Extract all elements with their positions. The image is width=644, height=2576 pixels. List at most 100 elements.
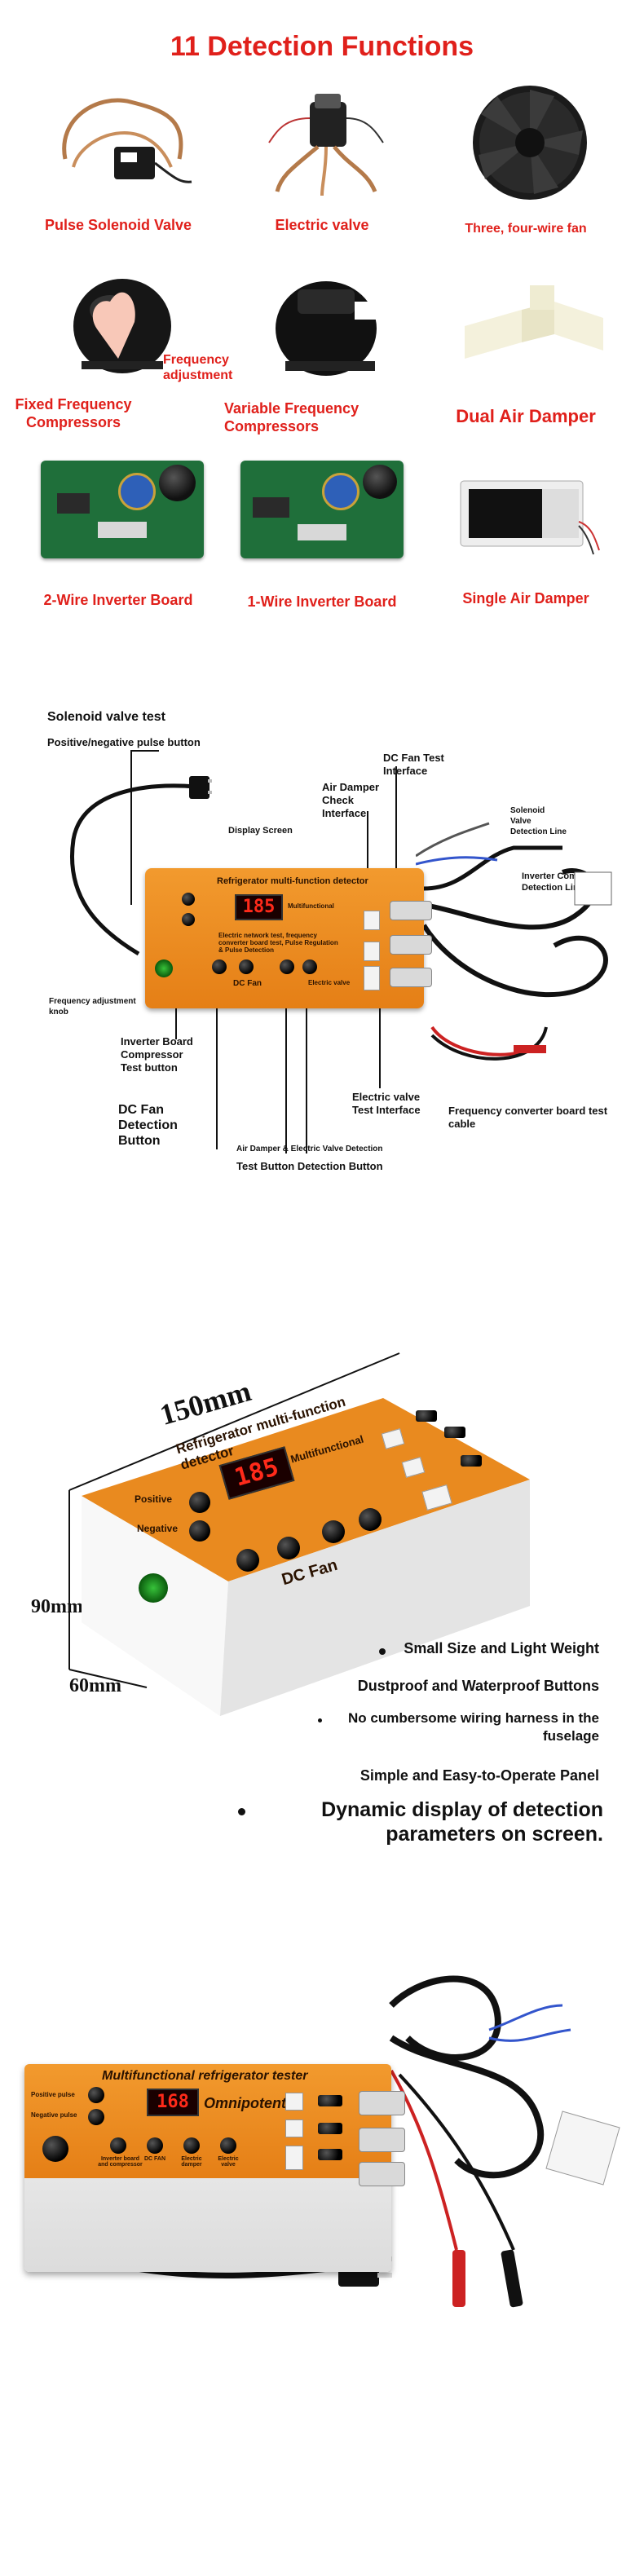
inverter-test-button[interactable] <box>236 1549 259 1572</box>
test-cables-icon <box>416 822 612 1061</box>
leader-line <box>285 1003 287 1153</box>
electric-valve-label: Electric valve <box>308 979 351 986</box>
fan-icon <box>473 86 587 200</box>
item-single-air-damper: Single Air Damper <box>424 444 628 632</box>
tester-device: Refrigerator multi-function detector 185… <box>145 868 432 1008</box>
pcb-icon <box>41 461 204 558</box>
callout-converter-cable: Frequency converter board test cable <box>448 1105 608 1130</box>
port[interactable] <box>285 2146 303 2170</box>
button-label: Electric valve <box>218 2156 239 2168</box>
air-damper-button[interactable] <box>280 959 294 974</box>
frequency-knob[interactable] <box>139 1573 168 1603</box>
feature-3: No cumbersome wiring harness in the fuse… <box>348 1710 599 1744</box>
leader-line <box>130 750 132 905</box>
feature-5: Dynamic display of detection parameters … <box>321 1798 603 1846</box>
electric-valve-button[interactable] <box>359 1508 382 1531</box>
negative-pulse-button[interactable] <box>189 1520 210 1542</box>
negative-pulse-button[interactable] <box>182 913 195 926</box>
port-slot <box>318 2149 342 2160</box>
item-label: Three, four-wire fan <box>465 222 587 236</box>
frequency-knob[interactable] <box>155 959 173 977</box>
inverter-test-button[interactable] <box>110 2137 126 2154</box>
positive-label: Positive pulse <box>31 2091 75 2098</box>
item-label: Variable Frequency Compressors <box>224 400 359 434</box>
callout-solenoid-test: Solenoid valve test <box>47 710 165 724</box>
dc-fan-button[interactable] <box>239 959 254 974</box>
compressor-icon <box>73 279 171 373</box>
panel-title: Refrigerator multi-function detector <box>217 876 368 886</box>
detection-functions-section: 11 Detection Functions Pulse Solenoid Va… <box>0 0 644 644</box>
cable-gland <box>359 2162 405 2186</box>
electric-valve-button[interactable] <box>220 2137 236 2154</box>
button-label: Electric damper <box>181 2156 202 2168</box>
frequency-adjustment-note: Frequency adjustment <box>163 353 233 382</box>
cable-gland <box>359 2091 405 2115</box>
dc-fan-port[interactable] <box>364 911 380 930</box>
feature-4: Simple and Easy-to-Operate Panel <box>359 1767 599 1784</box>
positive-label: Positive <box>135 1493 173 1505</box>
height-dimension: 90mm <box>31 1596 83 1617</box>
leader-line <box>130 750 159 752</box>
port-slot <box>318 2095 342 2106</box>
cable-gland <box>359 2128 405 2152</box>
dc-fan-button[interactable] <box>147 2137 163 2154</box>
inverter-test-button[interactable] <box>212 959 227 974</box>
port-slot <box>318 2123 342 2134</box>
air-damper-button[interactable] <box>322 1520 345 1543</box>
electric-valve-port[interactable] <box>364 966 380 990</box>
port[interactable] <box>285 2119 303 2137</box>
item-label: Dual Air Damper <box>456 406 596 426</box>
leader-line <box>367 811 368 901</box>
bullet-icon <box>238 1808 245 1815</box>
item-variable-compressor: Variable Frequency Compressors <box>220 261 424 448</box>
item-label: Electric valve <box>275 217 369 233</box>
port[interactable] <box>285 2093 303 2111</box>
air-damper-port[interactable] <box>364 942 380 961</box>
leader-line <box>379 1003 381 1088</box>
panel-multi-label: Multifunctional <box>288 902 334 910</box>
dimensions-section: 150mm 90mm 60mm Refrigerator multi-funct… <box>0 1304 644 1924</box>
callout-dc-fan-interface: DC Fan Test Interface <box>383 752 444 777</box>
panel-subtitle: Electric network test, frequency convert… <box>218 932 338 954</box>
interface-diagram-section: Solenoid valve test Positive/negative pu… <box>0 644 644 1304</box>
leader-line <box>306 1003 307 1153</box>
brand-label: Omnipotent <box>204 2095 286 2111</box>
item-dual-air-damper: Dual Air Damper <box>424 261 628 448</box>
callout-pulse-button: Positive/negative pulse button <box>47 736 201 748</box>
callout-inverter-button: Inverter Board Compressor Test button <box>121 1035 193 1074</box>
dc-fan-label: DC Fan <box>233 979 262 988</box>
leader-line <box>395 766 397 889</box>
dc-fan-button[interactable] <box>277 1537 300 1559</box>
electric-valve-icon <box>268 94 384 196</box>
callout-air-damper-interface: Air Damper Check Interface <box>322 781 380 819</box>
positive-pulse-button[interactable] <box>88 2087 104 2103</box>
item-fan: Three, four-wire fan <box>424 69 628 257</box>
button-label: DC FAN <box>143 2156 166 2162</box>
cable-gland <box>390 901 432 920</box>
display-screen: 185 <box>235 894 283 920</box>
single-damper-icon <box>460 480 600 555</box>
port-slot <box>416 1410 437 1422</box>
positive-pulse-button[interactable] <box>182 893 195 906</box>
frequency-knob[interactable] <box>42 2136 68 2162</box>
cable-gland <box>390 935 432 955</box>
feature-1: Small Size and Light Weight <box>404 1640 599 1656</box>
product-photo-section: Multifunctional refrigerator tester 168 … <box>0 1924 644 2576</box>
section-title: 11 Detection Functions <box>170 31 474 62</box>
callout-dc-fan-button: DC Fan Detection Button <box>118 1103 178 1148</box>
positive-pulse-button[interactable] <box>189 1492 210 1513</box>
negative-pulse-button[interactable] <box>88 2109 104 2125</box>
callout-solenoid-line: Solenoid Valve Detection Line <box>510 806 567 836</box>
item-pulse-solenoid-valve: Pulse Solenoid Valve <box>16 69 220 257</box>
leader-line <box>175 1003 177 1039</box>
item-label: Single Air Damper <box>462 590 589 607</box>
negative-label: Negative pulse <box>31 2111 77 2119</box>
compressor-icon <box>276 281 379 376</box>
air-damper-icon <box>465 285 603 359</box>
electric-valve-button[interactable] <box>302 959 317 974</box>
bullet-icon <box>318 1718 322 1722</box>
air-damper-button[interactable] <box>183 2137 200 2154</box>
item-fixed-compressor: Fixed Frequency Compressors <box>15 261 220 448</box>
callout-display-screen: Display Screen <box>228 826 293 836</box>
callout-test-button: Test Button Detection Button <box>236 1160 383 1172</box>
